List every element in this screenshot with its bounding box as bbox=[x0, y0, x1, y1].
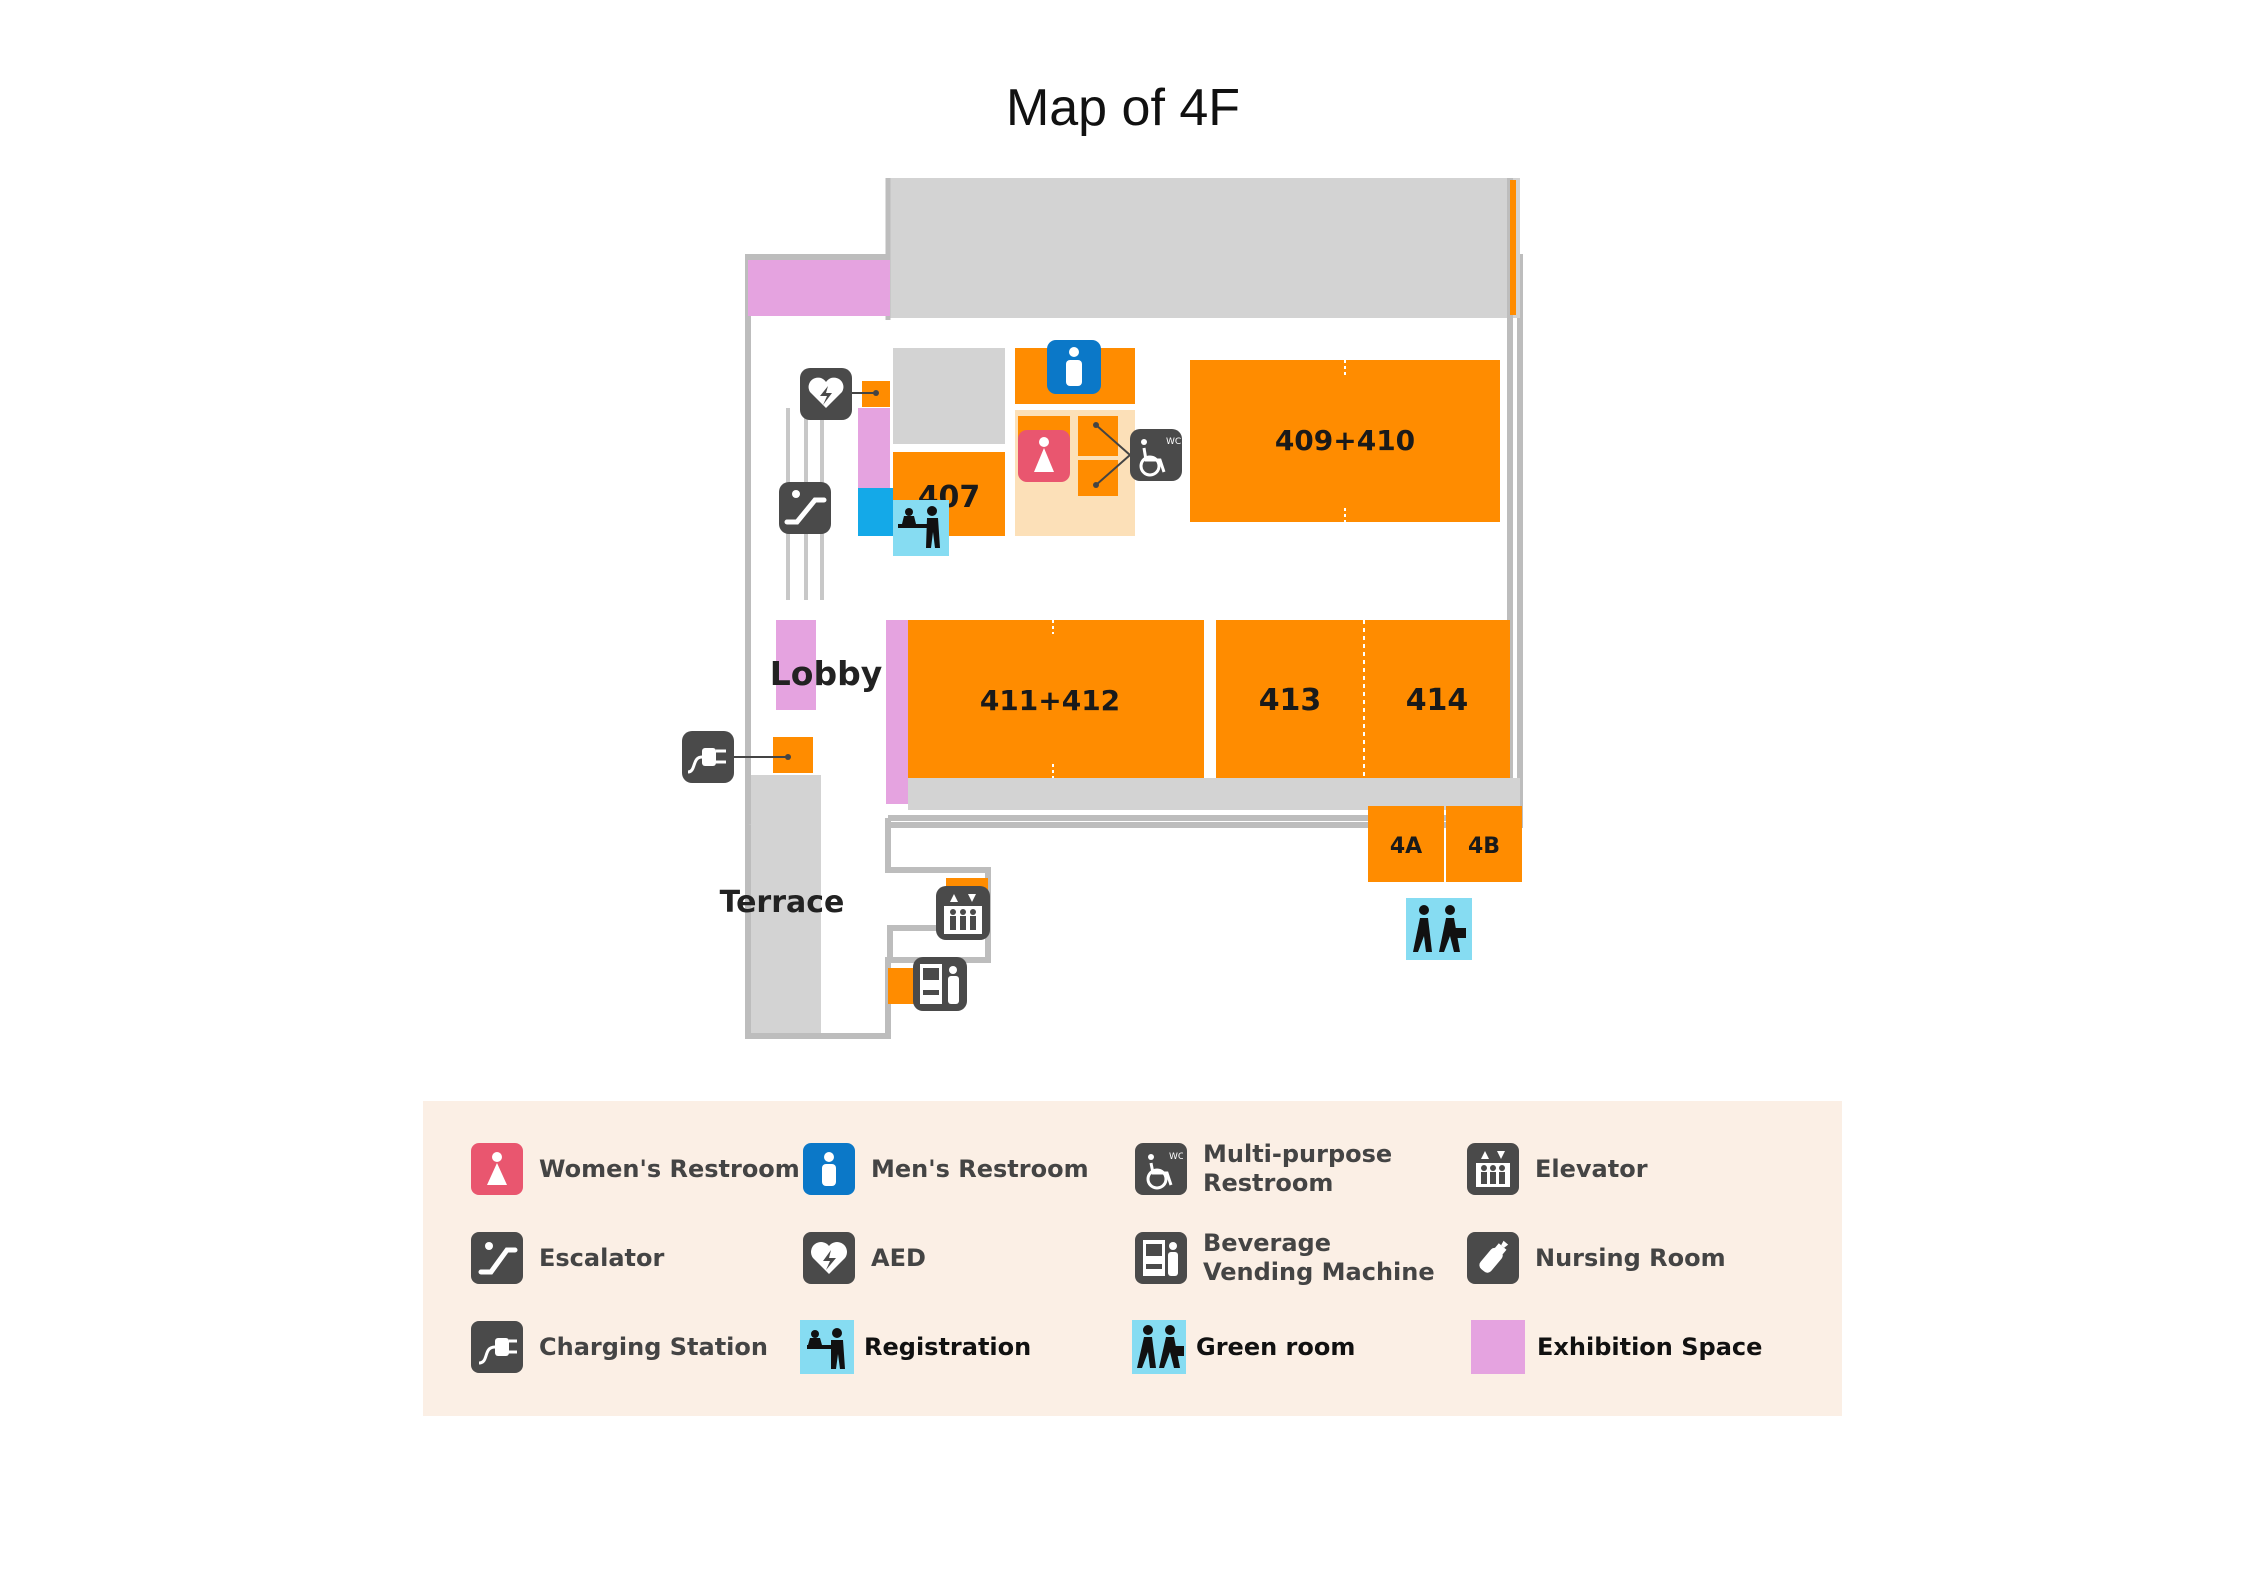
exhibition-spaces bbox=[748, 260, 908, 804]
registration-icon bbox=[800, 1320, 854, 1374]
exhibition-space-swatch bbox=[1471, 1320, 1525, 1374]
charging-station-map-icon[interactable] bbox=[682, 731, 791, 783]
legend-item-vending-machine: Beverage Vending Machine bbox=[1135, 1228, 1435, 1288]
vending-machine-icon bbox=[1135, 1232, 1187, 1284]
legend-item-nursing-room: Nursing Room bbox=[1467, 1228, 1726, 1288]
legend-label-nursing-room: Nursing Room bbox=[1535, 1243, 1726, 1272]
charging-station-icon bbox=[471, 1321, 523, 1373]
legend-label-mens-restroom: Men's Restroom bbox=[871, 1154, 1089, 1183]
map-legend: Women's Restroom Men's Restroom WC Multi… bbox=[423, 1101, 1842, 1416]
svg-text:WC: WC bbox=[1166, 437, 1181, 447]
womens-restroom-icon bbox=[471, 1143, 523, 1195]
room-411-412-label: 411+412 bbox=[980, 684, 1120, 717]
legend-item-registration: Registration bbox=[800, 1317, 1031, 1377]
womens-restroom-map-icon[interactable] bbox=[1018, 430, 1070, 482]
elevator-icon bbox=[1467, 1143, 1519, 1195]
legend-label-exhibition-space: Exhibition Space bbox=[1537, 1332, 1763, 1361]
legend-label-aed: AED bbox=[871, 1243, 926, 1272]
aed-icon bbox=[803, 1232, 855, 1284]
storage-room bbox=[893, 348, 1005, 444]
legend-label-multipurpose-restroom: Multi-purpose Restroom bbox=[1203, 1140, 1393, 1197]
room-4b: 4B bbox=[1446, 806, 1522, 882]
legend-item-aed: AED bbox=[803, 1228, 926, 1288]
room-4a: 4A bbox=[1368, 806, 1444, 882]
legend-item-escalator: Escalator bbox=[471, 1228, 664, 1288]
room-409-410: 409+410 bbox=[1190, 360, 1500, 522]
room-413: 413 bbox=[1216, 620, 1364, 778]
escalator-icon bbox=[471, 1232, 523, 1284]
svg-text:WC: WC bbox=[1169, 1152, 1183, 1162]
room-413-label: 413 bbox=[1259, 683, 1322, 718]
room-409-410-label: 409+410 bbox=[1275, 424, 1415, 457]
vending-location bbox=[888, 968, 916, 1004]
mens-restroom-icon bbox=[803, 1143, 855, 1195]
escalator-map-icon[interactable] bbox=[779, 482, 831, 534]
legend-item-green-room: Green room bbox=[1132, 1317, 1355, 1377]
legend-item-elevator: Elevator bbox=[1467, 1139, 1648, 1199]
legend-label-registration: Registration bbox=[864, 1332, 1032, 1361]
legend-label-green-room: Green room bbox=[1196, 1332, 1356, 1361]
multipurpose-restroom-icon: WC bbox=[1135, 1143, 1187, 1195]
legend-label-vending-machine: Beverage Vending Machine bbox=[1203, 1229, 1435, 1286]
legend-label-elevator: Elevator bbox=[1535, 1154, 1648, 1183]
aed-map-icon[interactable] bbox=[800, 368, 879, 420]
legend-label-womens-restroom: Women's Restroom bbox=[539, 1154, 800, 1183]
legend-label-charging-station: Charging Station bbox=[539, 1332, 768, 1361]
vending-machine-map-icon[interactable] bbox=[913, 957, 967, 1011]
map-title: Map of 4F bbox=[1005, 79, 1241, 137]
room-414: 414 bbox=[1363, 620, 1510, 778]
multipurpose-restroom-map-icon[interactable]: WC bbox=[1093, 422, 1182, 488]
legend-item-multipurpose-restroom: WC Multi-purpose Restroom bbox=[1135, 1139, 1392, 1199]
lobby-label: Lobby bbox=[770, 654, 882, 693]
green-room-icon bbox=[1132, 1320, 1186, 1374]
nursing-room-icon bbox=[1467, 1232, 1519, 1284]
room-4a-label: 4A bbox=[1390, 834, 1422, 859]
room-411-412: 411+412 bbox=[908, 620, 1204, 778]
mens-restroom-map-icon[interactable] bbox=[1047, 340, 1101, 394]
green-room-map-icon[interactable] bbox=[1406, 898, 1472, 960]
charging-location bbox=[773, 737, 813, 773]
room-414-label: 414 bbox=[1406, 683, 1469, 718]
room-4b-label: 4B bbox=[1468, 834, 1500, 859]
elevator-map-icon[interactable] bbox=[936, 886, 990, 940]
legend-label-escalator: Escalator bbox=[539, 1243, 665, 1272]
legend-item-exhibition-space: Exhibition Space bbox=[1471, 1317, 1762, 1377]
terrace-label: Terrace bbox=[720, 885, 845, 920]
legend-item-charging-station: Charging Station bbox=[471, 1317, 768, 1377]
legend-item-womens-restroom: Women's Restroom bbox=[471, 1139, 800, 1199]
legend-item-mens-restroom: Men's Restroom bbox=[803, 1139, 1089, 1199]
registration-map-icon[interactable] bbox=[893, 500, 949, 556]
registration-desk-area bbox=[858, 488, 894, 536]
